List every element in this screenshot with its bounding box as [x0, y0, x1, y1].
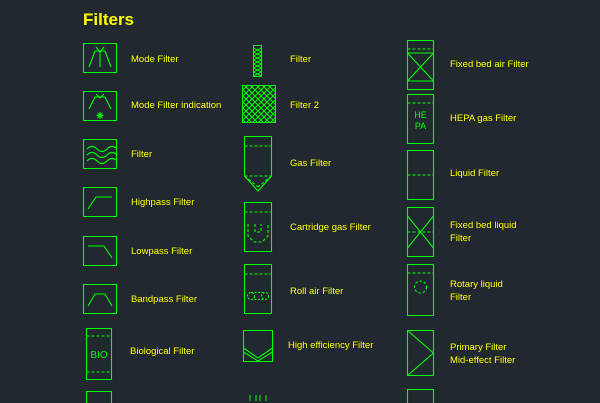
label-cartridge-gas-filter: Cartridge gas Filter	[290, 221, 371, 234]
label-gas-filter: Gas Filter	[290, 157, 331, 170]
label-primary-mid-effect-filter: Primary Filter Mid-effect Filter	[450, 341, 515, 367]
label-liquid-filter: Liquid Filter	[450, 167, 499, 180]
cartridge-gas-filter-icon	[244, 202, 272, 252]
label-rotary-liquid-filter: Rotary liquid Filter	[450, 278, 503, 304]
label-mode-filter-indication: Mode Filter indication	[131, 99, 221, 112]
label-mode-filter: Mode Filter	[131, 53, 179, 66]
hepa-gas-filter-icon: HE PA	[407, 94, 434, 144]
primary-mid-effect-filter-icon	[407, 330, 434, 376]
bandpass-filter-icon	[83, 284, 117, 314]
filter-wave-icon	[83, 139, 117, 169]
high-efficiency-filter-icon	[243, 330, 273, 362]
label-highpass-filter: Highpass Filter	[131, 196, 194, 209]
label-bandpass-filter: Bandpass Filter	[131, 293, 197, 306]
roll-air-filter-icon	[244, 264, 272, 314]
label-roll-air-filter: Roll air Filter	[290, 285, 343, 298]
label-fixed-bed-air-filter: Fixed bed air Filter	[450, 58, 529, 71]
hepa-symbol-text-he: HE	[414, 110, 427, 120]
label-hepa-gas-filter: HEPA gas Filter	[450, 112, 516, 125]
filter-symbol-partial-icon	[248, 395, 268, 401]
label-filter-hatched: Filter	[290, 53, 311, 66]
biological-filter-icon: BIO	[86, 328, 112, 380]
liquid-filter-icon	[407, 150, 434, 200]
page-title: Filters	[83, 10, 134, 30]
lowpass-filter-icon	[83, 236, 117, 266]
label-lowpass-filter: Lowpass Filter	[131, 245, 192, 258]
mode-filter-icon	[83, 43, 117, 73]
fixed-bed-air-filter-icon	[407, 40, 434, 90]
filter-hatched-small-icon	[253, 45, 262, 77]
label-biological-filter: Biological Filter	[130, 345, 194, 358]
rotary-liquid-filter-icon	[407, 264, 434, 316]
label-high-efficiency-filter: High efficiency Filter	[288, 339, 373, 352]
gas-filter-icon	[244, 136, 272, 192]
label-filter-wave: Filter	[131, 148, 152, 161]
hepa-symbol-text-pa: PA	[415, 121, 426, 131]
filter-symbol-partial-icon	[86, 391, 112, 403]
mode-filter-indication-icon	[83, 91, 117, 121]
bio-symbol-text: BIO	[90, 350, 107, 361]
highpass-filter-icon	[83, 187, 117, 217]
label-filter-2: Filter 2	[290, 99, 319, 112]
filter-symbol-partial-icon	[407, 389, 434, 400]
fixed-bed-liquid-filter-icon	[407, 207, 434, 257]
filter-2-crosshatch-icon	[242, 85, 276, 123]
label-fixed-bed-liquid-filter: Fixed bed liquid Filter	[450, 219, 517, 245]
